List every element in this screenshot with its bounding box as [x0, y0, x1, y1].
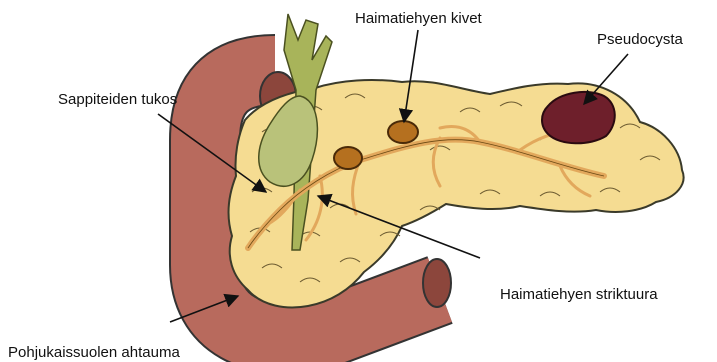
duodenum-lower-opening — [423, 259, 451, 307]
label-bile-duct-obstruction: Sappiteiden tukos — [58, 92, 177, 107]
label-duct-stricture: Haimatiehyen striktuura — [500, 287, 658, 302]
label-duodenal-stenosis: Pohjukaissuolen ahtauma — [8, 345, 180, 360]
label-pseudocyst: Pseudocysta — [597, 32, 683, 47]
label-pancreatic-stones: Haimatiehyen kivet — [355, 11, 482, 26]
stone-upper — [388, 121, 418, 143]
stone-lower — [334, 147, 362, 169]
